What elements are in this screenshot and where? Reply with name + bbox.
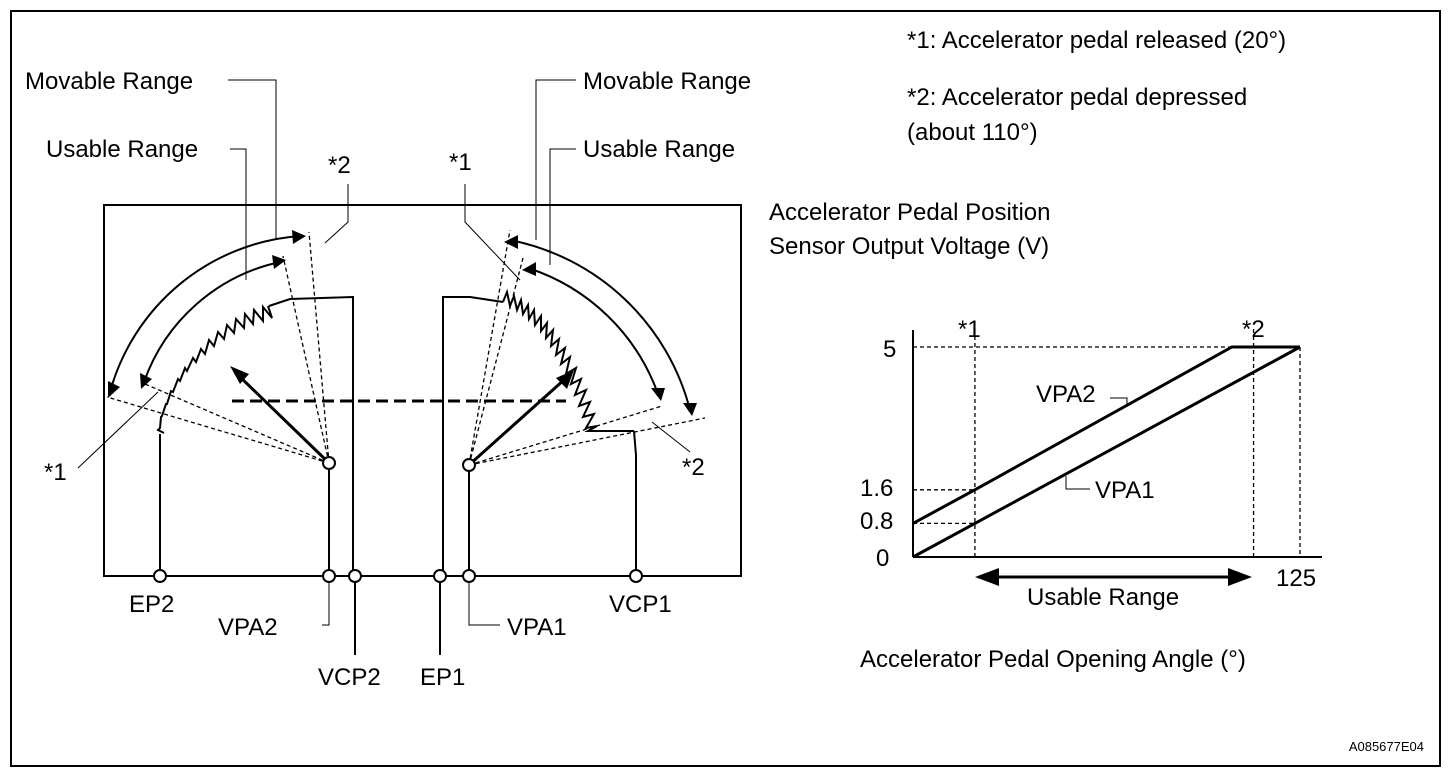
sensor1-movable-range-arc (509, 239, 691, 411)
terminal-ep2-node (153, 569, 167, 583)
series-vpa1-leader (1065, 476, 1090, 490)
sensor1-resistor (502, 288, 634, 432)
sensor2-marker2-label: *2 (328, 152, 351, 179)
series-vpa2-label: VPA2 (1036, 381, 1096, 408)
vpa1-leader (468, 582, 500, 626)
sensor2-movable-range-arc (109, 235, 301, 393)
sensor2-movable-arrow-bottom (108, 381, 120, 398)
graph-usable-range-label: Usable Range (1027, 584, 1179, 611)
series-vpa1-line (912, 345, 1301, 559)
sensor2-vcp-lead (268, 295, 354, 578)
vpa2-leader (322, 582, 330, 626)
graph-usable-arrow-right (1228, 568, 1252, 586)
note-released: *1: Accelerator pedal released (20°) (907, 27, 1286, 54)
terminal-ep1-node (433, 569, 447, 583)
sensor2-usable-range-leader (230, 148, 247, 280)
terminal-vpa2-node (322, 569, 336, 583)
terminal-vcp2-label: VCP2 (318, 664, 381, 691)
figure-frame (10, 10, 1441, 767)
sensor2-movable-arrow-top (292, 230, 306, 244)
sensor2-usable-range-label: Usable Range (46, 136, 198, 163)
y-axis-label-line2: Sensor Output Voltage (V) (769, 233, 1049, 260)
terminal-vcp1-node (629, 569, 643, 583)
y-tick-5: 5 (883, 336, 896, 363)
graph-guides (913, 329, 1301, 557)
sensor2-movable-range-leader (228, 79, 277, 240)
sensor1-depressed-limit-line (468, 417, 706, 466)
sensor1-usable-arrow-top (522, 262, 536, 276)
sensor2-released-limit-line (106, 396, 330, 464)
graph-marker1: *1 (958, 316, 981, 343)
sensor1-marker2-label: *2 (682, 454, 705, 481)
note-depressed-line1: *2: Accelerator pedal depressed (907, 84, 1247, 111)
sensor1-usable-range-label: Usable Range (583, 136, 735, 163)
notes: *1: Accelerator pedal released (20°) *2:… (907, 27, 1286, 146)
sensor2-marker2-leader (324, 184, 349, 244)
sensor1-usable-range-arc (527, 267, 659, 395)
sensor1-wiper (467, 377, 567, 467)
terminal-ep1-label: EP1 (420, 664, 465, 691)
sensor1-marker2-leader (651, 421, 691, 453)
x-axis-label: Accelerator Pedal Opening Angle (°) (860, 646, 1246, 673)
sensor2-usable-released-line (144, 383, 330, 464)
sensor2-marker1-leader (77, 391, 159, 469)
sensor2-resistor (156, 304, 273, 434)
sensor1-usable-range-leader (549, 148, 576, 265)
sensor1-wiper-arrowhead (556, 370, 574, 389)
sensor1-pivot (462, 458, 476, 472)
sensor2-pivot (322, 456, 336, 470)
sensor1-movable-arrow-bottom (683, 403, 697, 416)
sensor-1 (442, 229, 706, 578)
x-tick-125: 125 (1276, 565, 1316, 592)
y-axis-label-line1: Accelerator Pedal Position (769, 199, 1050, 226)
sensor1-movable-arrow-top (504, 235, 518, 249)
terminal-vcp1-label: VCP1 (609, 591, 672, 618)
sensor1-usable-depressed-line (468, 405, 663, 466)
sensor2-usable-range-arc (143, 261, 281, 383)
note-depressed-line2: (about 110°) (907, 119, 1038, 146)
series-vpa1-label: VPA1 (1095, 477, 1155, 504)
sensor1-usable-arrow-bottom (651, 388, 665, 401)
output-graph: Accelerator Pedal Position Sensor Output… (769, 199, 1322, 673)
series-vpa2-line (912, 345, 1300, 525)
terminal-vpa1-node (462, 569, 476, 583)
sensor2-usable-arrow-bottom (140, 373, 152, 389)
y-tick-0: 0 (876, 545, 889, 572)
graph-marker2: *2 (1242, 316, 1265, 343)
y-tick-1.6: 1.6 (860, 475, 893, 502)
sensor2-wiper-arrowhead (230, 366, 249, 384)
terminal-ep2-label: EP2 (129, 591, 174, 618)
sensor1-movable-range-leader (535, 79, 576, 240)
sensor1-vcp-lead (633, 430, 637, 578)
sensor1-marker1-label: *1 (449, 149, 472, 176)
terminal-vcp2-node (348, 569, 362, 583)
graph-usable-arrow-left (975, 568, 999, 586)
series-vpa2-leader (1110, 397, 1128, 407)
terminal-vpa2-label: VPA2 (218, 614, 278, 641)
sensor2-wiper (236, 373, 331, 465)
sensor1-ep-lead (442, 296, 504, 578)
sensor1-marker1-leader (464, 184, 521, 281)
sensor-2 (106, 230, 354, 578)
sensor2-movable-range-label: Movable Range (25, 68, 193, 95)
sensor2-usable-limit-line (282, 255, 330, 464)
sensor2-depressed-limit-line (308, 231, 330, 464)
sensor-diagram: EP2 VPA2 VCP2 EP1 VPA1 VCP1 Movable Rang… (25, 68, 751, 691)
terminal-vpa1-label: VPA1 (507, 614, 567, 641)
sensor-housing (103, 204, 742, 577)
sensor1-movable-range-label: Movable Range (583, 68, 751, 95)
sensor2-marker1-label: *1 (44, 459, 67, 486)
sensor1-usable-limit-line (468, 257, 524, 466)
figure-id: A085677E04 (1349, 739, 1424, 754)
sensor2-usable-arrow-top (272, 255, 286, 269)
y-tick-0.8: 0.8 (860, 508, 893, 535)
sensor1-released-limit-line (468, 229, 511, 466)
